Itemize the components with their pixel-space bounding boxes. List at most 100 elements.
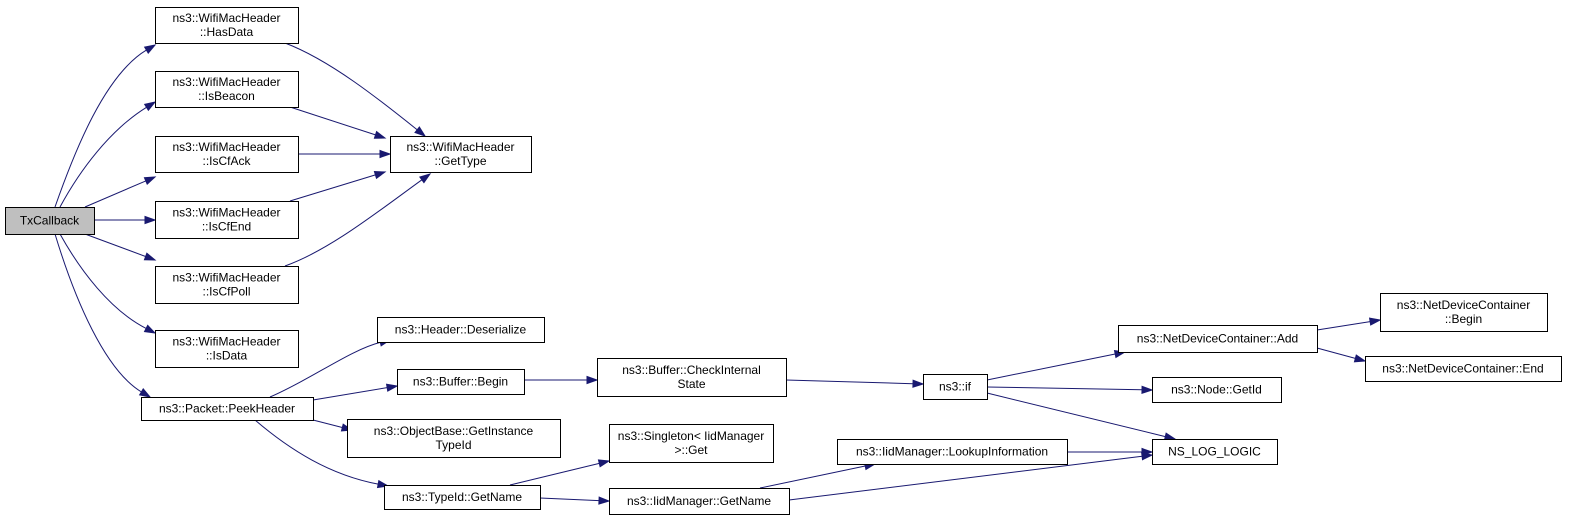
node-label: ns3::WifiMacHeader — [172, 206, 280, 220]
node-iidgetname[interactable]: ns3::IidManager::GetName — [609, 488, 790, 515]
edge-txcallback-iscfend — [94, 215, 157, 225]
arrowhead-icon — [143, 44, 157, 55]
node-label: ns3::WifiMacHeader — [172, 11, 280, 25]
node-box — [837, 439, 1068, 465]
arrowhead-icon — [143, 101, 157, 112]
edge-ndcadd-ndcbegin — [1316, 317, 1382, 331]
node-box — [5, 207, 95, 235]
node-gettype[interactable]: ns3::WifiMacHeader::GetType — [390, 136, 532, 173]
node-label: ns3::NetDeviceContainer::Add — [1137, 332, 1298, 346]
node-label: ns3::Node::GetId — [1171, 383, 1262, 397]
node-peekheader[interactable]: ns3::Packet::PeekHeader — [141, 397, 314, 421]
edge-iscfend-gettype — [289, 171, 387, 202]
arrowhead-icon — [1353, 354, 1367, 363]
node-box — [377, 317, 545, 343]
arrowhead-icon — [138, 387, 152, 398]
edge-line — [1316, 347, 1356, 359]
edge-txcallback-isbeacon — [59, 101, 157, 208]
node-label: TypeId — [435, 438, 471, 452]
edge-line — [788, 455, 1143, 501]
node-nsif[interactable]: ns3::if — [923, 374, 988, 400]
edge-txcallback-hasdata — [54, 44, 157, 208]
edge-bufferbegin-checkinternal — [524, 375, 599, 385]
node-label: ::IsCfEnd — [202, 220, 251, 234]
edge-txcallback-isdata — [59, 233, 157, 334]
node-label: ns3::NetDeviceContainer::End — [1382, 362, 1543, 376]
node-box — [1118, 325, 1318, 353]
arrowhead-icon — [586, 375, 599, 385]
node-label: ::IsCfAck — [202, 154, 251, 168]
node-label: ns3::WifiMacHeader — [172, 335, 280, 349]
edge-nsif-ndcadd — [986, 349, 1127, 381]
node-label: ::GetType — [434, 154, 486, 168]
node-label: ns3::IidManager::GetName — [627, 494, 771, 508]
edge-checkinternal-nsif — [785, 379, 925, 388]
edge-ndcadd-ndcend — [1316, 347, 1367, 363]
node-ndcend[interactable]: ns3::NetDeviceContainer::End — [1365, 356, 1562, 382]
node-label: ::IsData — [206, 349, 248, 363]
node-label: ns3::WifiMacHeader — [172, 140, 280, 154]
node-ndcadd[interactable]: ns3::NetDeviceContainer::Add — [1118, 325, 1318, 353]
edge-iscfpoll-gettype — [284, 173, 432, 267]
node-singletonget[interactable]: ns3::Singleton< IidManager >::Get — [609, 424, 774, 463]
arrowhead-icon — [379, 149, 392, 159]
node-iscfack[interactable]: ns3::WifiMacHeader::IsCfAck — [155, 136, 299, 173]
node-label: NS_LOG_LOGIC — [1168, 445, 1261, 459]
node-txcallback[interactable]: TxCallback — [5, 207, 95, 235]
node-label: ns3::Packet::PeekHeader — [159, 402, 295, 416]
node-box — [347, 419, 561, 458]
node-box — [390, 136, 532, 173]
node-box — [923, 374, 988, 400]
node-iscfpoll[interactable]: ns3::WifiMacHeader::IsCfPoll — [155, 266, 299, 304]
node-isbeacon[interactable]: ns3::WifiMacHeader::IsBeacon — [155, 71, 299, 108]
edge-iscfack-gettype — [298, 149, 392, 159]
arrowhead-icon — [598, 496, 611, 505]
node-label: ::IsBeacon — [198, 89, 255, 103]
node-label: ns3::if — [939, 380, 972, 394]
node-box — [1152, 377, 1282, 403]
edge-isbeacon-gettype — [289, 106, 387, 139]
edge-peekheader-getinstance — [312, 419, 354, 432]
arrowhead-icon — [385, 383, 399, 392]
node-label: ns3::Buffer::Begin — [413, 375, 508, 389]
arrowhead-icon — [373, 130, 387, 139]
node-nslog[interactable]: NS_LOG_LOGIC — [1152, 439, 1278, 465]
node-isdata[interactable]: ns3::WifiMacHeader::IsData — [155, 330, 299, 368]
node-label: ::HasData — [200, 25, 254, 39]
node-label: ns3::WifiMacHeader — [406, 140, 514, 154]
node-ndcbegin[interactable]: ns3::NetDeviceContainer::Begin — [1380, 293, 1548, 332]
edge-line — [54, 49, 147, 208]
node-lookupinfo[interactable]: ns3::IidManager::LookupInformation — [837, 439, 1068, 465]
arrowhead-icon — [1368, 317, 1382, 326]
edge-line — [59, 106, 147, 208]
node-box — [155, 136, 299, 173]
edge-line — [54, 233, 142, 393]
edge-line — [986, 392, 1166, 438]
edge-peekheader-bufferbegin — [312, 383, 399, 401]
edge-line — [84, 233, 146, 257]
arrowhead-icon — [1141, 447, 1154, 457]
edge-line — [759, 465, 866, 489]
edge-typeidgetname-singleton — [509, 459, 611, 486]
edge-typeidgetname-iidgetname — [539, 496, 611, 505]
arrowhead-icon — [912, 379, 925, 388]
node-label: ns3::Header::Deserialize — [395, 323, 527, 337]
node-typeidgetname[interactable]: ns3::TypeId::GetName — [384, 485, 541, 510]
node-box — [155, 7, 299, 44]
node-deserialize[interactable]: ns3::Header::Deserialize — [377, 317, 545, 343]
node-box — [597, 358, 787, 397]
node-hasdata[interactable]: ns3::WifiMacHeader::HasData — [155, 7, 299, 44]
edge-line — [539, 497, 600, 502]
node-iscfend[interactable]: ns3::WifiMacHeader::IsCfEnd — [155, 201, 299, 239]
node-bufferbegin[interactable]: ns3::Buffer::Begin — [397, 369, 525, 395]
edge-line — [284, 42, 418, 131]
edge-line — [785, 379, 914, 385]
edge-line — [254, 419, 379, 485]
arrowhead-icon — [143, 176, 157, 186]
arrowhead-icon — [144, 215, 157, 225]
node-nodegetid[interactable]: ns3::Node::GetId — [1152, 377, 1282, 403]
arrowhead-icon — [414, 126, 427, 137]
edge-line — [986, 386, 1143, 391]
